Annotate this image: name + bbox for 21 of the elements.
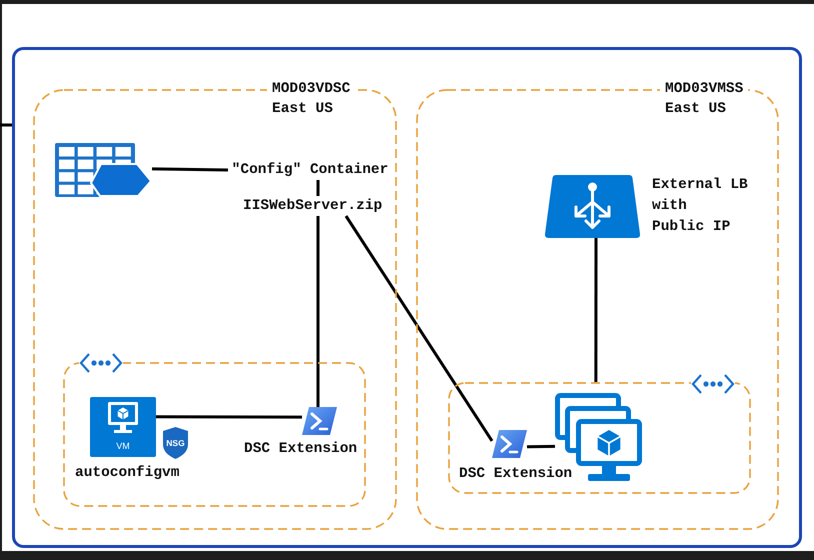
container-name: "Config" Container xyxy=(228,160,392,180)
vm-name: autoconfigvm xyxy=(75,464,180,483)
connector-line xyxy=(152,167,228,172)
command-prompt-icon xyxy=(492,430,527,458)
connector-line xyxy=(316,216,320,407)
connector-line xyxy=(0,124,12,126)
load-balancer-icon xyxy=(545,175,640,238)
connector-line xyxy=(156,415,302,419)
connector-line xyxy=(594,238,598,382)
connector-line xyxy=(526,444,556,448)
connector-line xyxy=(344,215,494,442)
extension-label: DSC Extension xyxy=(459,465,572,484)
vm-tile xyxy=(90,397,156,457)
command-prompt-icon xyxy=(302,407,337,435)
tile-caption: VM xyxy=(115,440,131,452)
extension-label: DSC Extension xyxy=(244,440,358,459)
connector-line xyxy=(316,180,320,196)
load-balancer-label: External LB with Public IP xyxy=(652,176,748,237)
shield-badge: NSG xyxy=(163,427,188,459)
file-name: IISWebServer.zip xyxy=(240,196,385,216)
table-storage-icon xyxy=(55,143,152,197)
